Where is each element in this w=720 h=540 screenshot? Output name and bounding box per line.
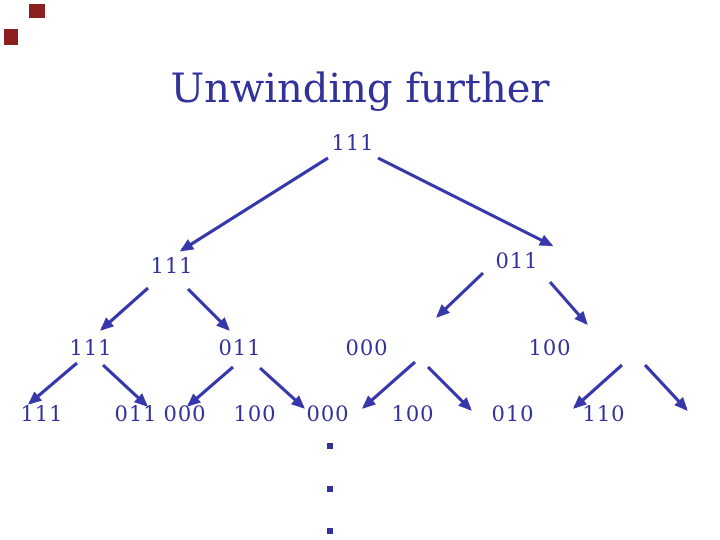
tree-edge-arrow-10 [362,360,417,409]
tree-edge-arrow-4 [436,271,485,318]
tree-node-level2-000: 000 [345,336,389,360]
tree-node-level3-100: 100 [233,402,277,426]
ellipsis-dot-1 [327,486,333,492]
tree-edge-arrow-7 [101,363,148,407]
tree-node-level3-010: 010 [491,402,535,426]
tree-edge-arrow-0 [179,156,329,252]
tree-edge-arrow-3 [186,287,230,331]
tree-edge-arrow-12 [573,363,624,409]
tree-node-level3-000: 000 [163,402,207,426]
slide-title: Unwinding further [170,66,550,112]
tree-node-level3-111: 111 [20,402,64,426]
tree-node-level1-111: 111 [150,254,194,278]
tree-edge-arrow-1 [377,156,554,247]
tree-edge-arrow-2 [100,286,150,331]
tree-node-level2-011: 011 [218,336,262,360]
tree-edge-arrow-6 [28,361,79,405]
tree-node-level3-011: 011 [114,402,158,426]
tree-node-level0-111: 111 [331,131,375,155]
tree-node-level3-100: 100 [391,402,435,426]
tree-node-level3-000: 000 [306,402,350,426]
tree-edge-arrow-13 [643,363,688,411]
tree-node-level1-011: 011 [495,249,539,273]
tree-node-level2-111: 111 [69,336,113,360]
frame-corner-mark-top [29,4,45,18]
frame-corner-mark-left [4,29,18,45]
tree-edge-group [28,156,688,411]
tree-edge-arrow-5 [548,280,588,325]
ellipsis-dot-2 [327,528,333,534]
tree-edge-arrow-8 [187,365,235,407]
ellipsis-dot-0 [327,443,333,449]
tree-node-level3-110: 110 [582,402,626,426]
tree-node-level2-100: 100 [528,336,572,360]
